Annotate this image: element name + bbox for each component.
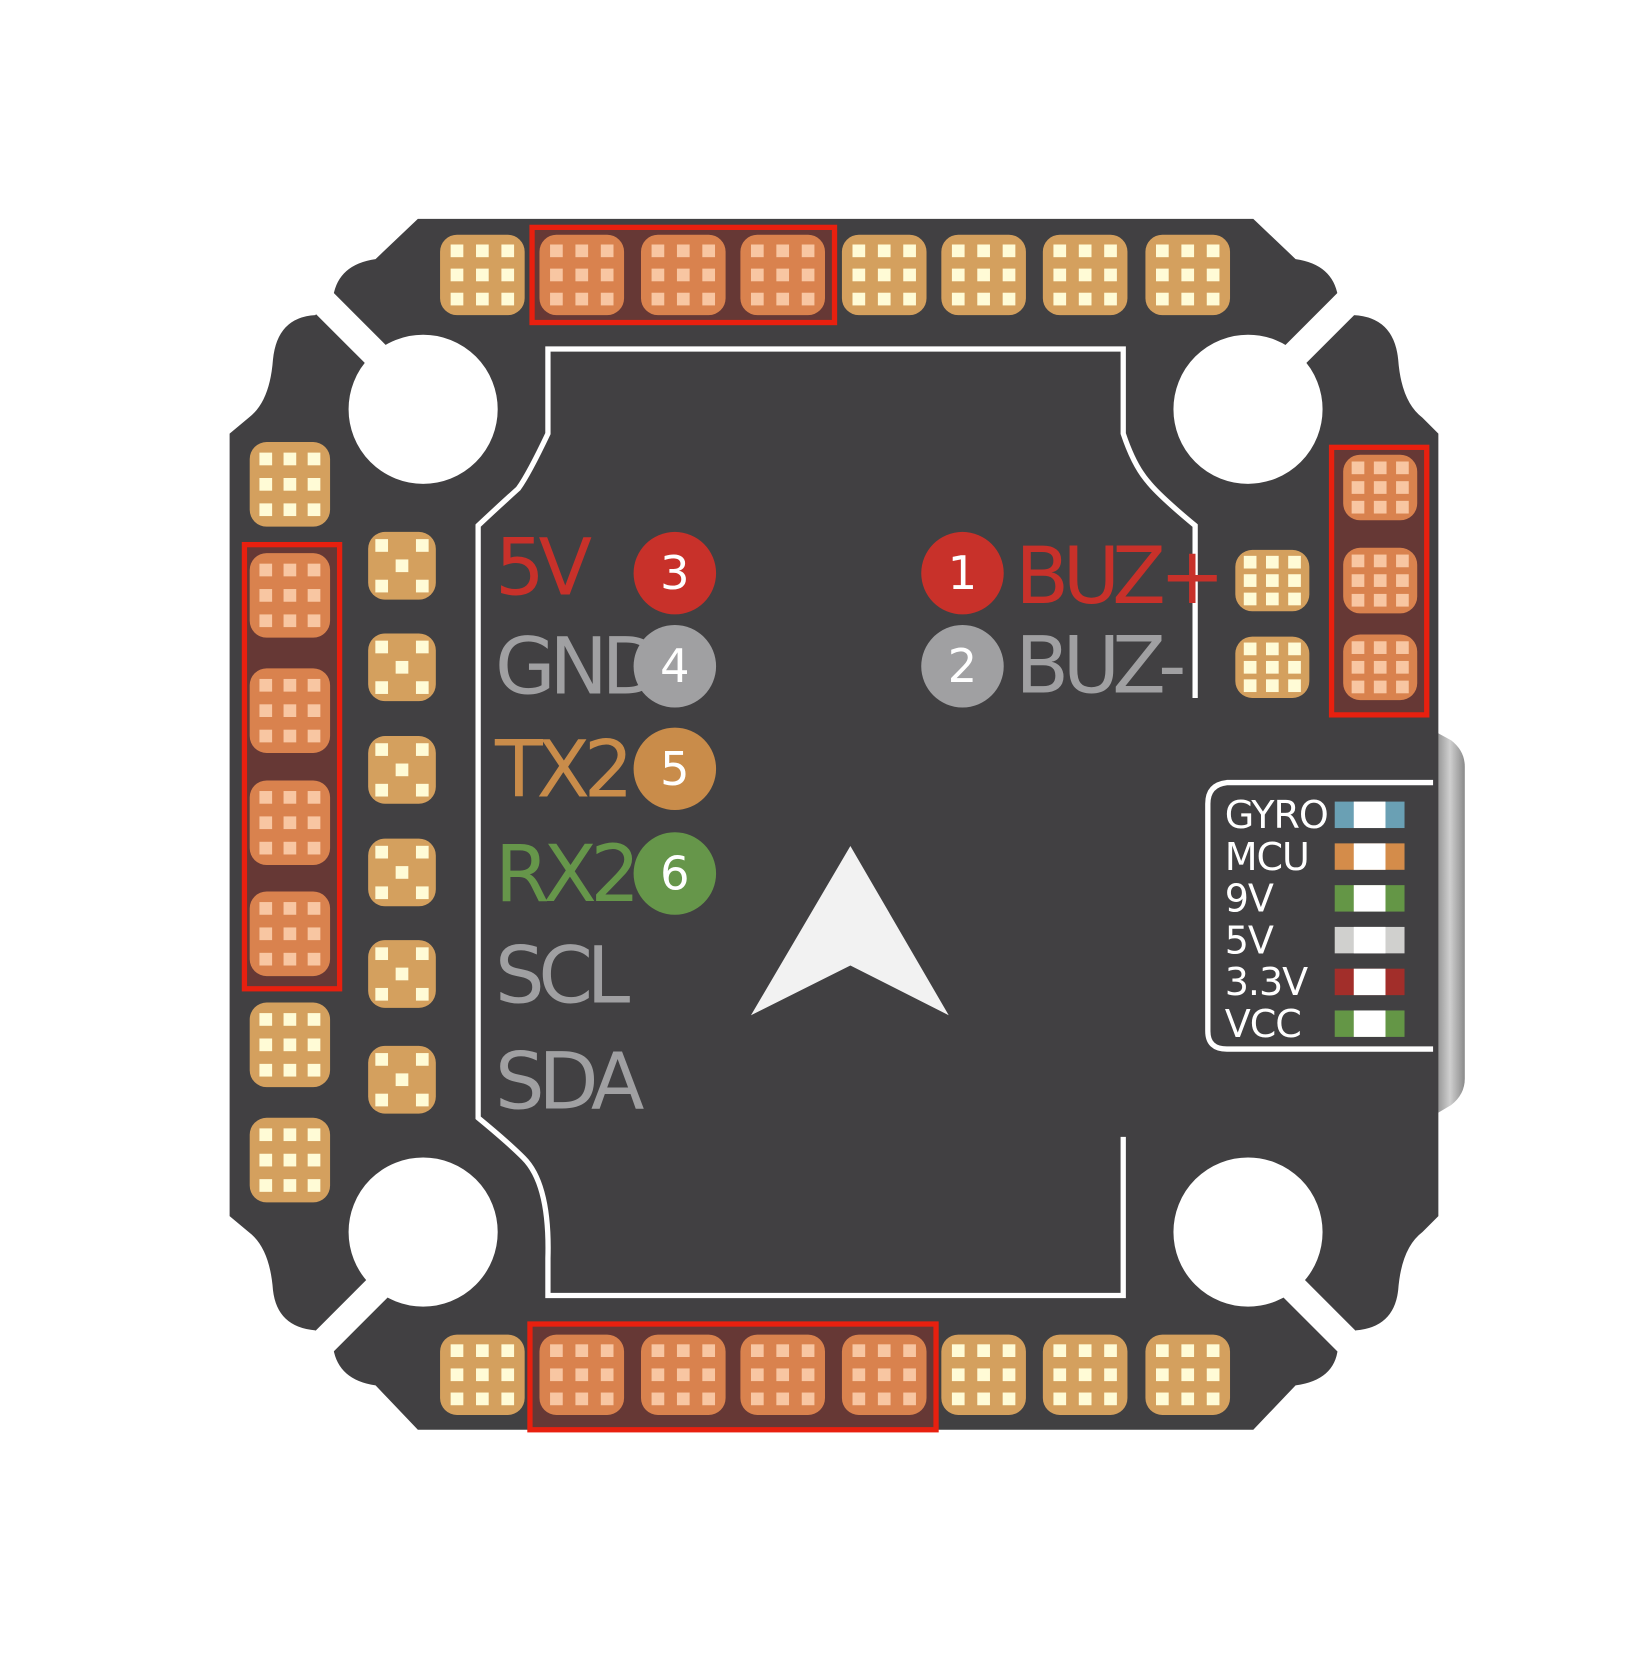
solder-pad <box>368 838 436 907</box>
highlighted-solder-pad <box>640 234 726 316</box>
solder-pad <box>941 234 1026 316</box>
highlighted-solder-pad <box>539 1334 625 1415</box>
solder-pad <box>1042 1334 1128 1415</box>
highlighted-solder-pad <box>640 1334 726 1415</box>
led-legend-item: MCU <box>1225 835 1405 879</box>
highlighted-solder-pad <box>249 668 331 753</box>
led-legend-label: MCU <box>1225 835 1309 879</box>
led-legend-label: 5V <box>1225 918 1274 962</box>
solder-pad <box>1042 234 1128 316</box>
pin-number-badge <box>633 531 717 615</box>
led-swatch-icon <box>1334 1010 1405 1037</box>
highlighted-solder-pad <box>740 234 825 316</box>
solder-pad <box>841 234 927 316</box>
pin-label-5v: 5V <box>495 522 591 613</box>
led-legend-label: GYRO <box>1225 793 1328 837</box>
pin-number-badge <box>633 624 717 708</box>
pin-number-badge <box>921 531 1004 615</box>
led-legend-frame <box>1205 779 1434 1052</box>
pin-number-badge <box>633 727 717 811</box>
pin-number: 5 <box>660 742 690 796</box>
solder-pad <box>1235 549 1310 612</box>
pin-label-sda: SDA <box>495 1036 644 1127</box>
solder-pad <box>1235 636 1310 698</box>
led-swatch-icon <box>1334 968 1405 996</box>
led-legend-item: 5V <box>1225 918 1405 962</box>
highlighted-solder-pad <box>740 1334 825 1415</box>
led-legend-item: GYRO <box>1225 793 1405 837</box>
solder-pad <box>368 736 436 804</box>
highlighted-solder-pad <box>1343 454 1418 521</box>
highlighted-solder-pad <box>249 553 331 638</box>
pin-number: 2 <box>948 639 978 693</box>
led-legend-item: 3.3V <box>1225 960 1405 1004</box>
solder-pad <box>249 1002 331 1088</box>
pin-label-scl: SCL <box>495 931 631 1022</box>
led-swatch-icon <box>1334 801 1405 829</box>
solder-pad <box>368 940 436 1008</box>
highlighted-solder-pad <box>1343 634 1418 701</box>
pin-label-tx2: TX2 <box>494 724 627 815</box>
pin-number-badge <box>921 624 1004 708</box>
led-legend-item: 9V <box>1225 877 1405 921</box>
pin-number: 6 <box>660 847 690 901</box>
solder-pad <box>1145 234 1231 316</box>
solder-pad <box>368 1045 436 1114</box>
led-legend-label: 9V <box>1225 877 1274 921</box>
led-swatch-icon <box>1334 843 1405 870</box>
solder-pad <box>1145 1334 1231 1415</box>
pin-label-gnd: GND <box>495 622 657 713</box>
highlighted-solder-pad <box>539 234 625 316</box>
pin-label-buz-plus: BUZ+ <box>1015 531 1218 622</box>
led-legend-label: VCC <box>1225 1002 1301 1046</box>
led-legend-item: VCC <box>1225 1002 1405 1046</box>
solder-pad <box>249 1117 331 1203</box>
pin-label-buz-minus: BUZ- <box>1015 621 1183 712</box>
pin-label-rx2: RX2 <box>495 829 634 920</box>
highlighted-solder-pad <box>841 1334 927 1415</box>
pin-number: 3 <box>660 546 690 600</box>
board-outline <box>229 218 1439 1430</box>
led-swatch-icon <box>1334 926 1405 954</box>
orientation-arrow-icon <box>750 846 949 1016</box>
silkscreen-outline <box>475 346 1198 1299</box>
pin-number: 4 <box>660 639 690 693</box>
solder-pad <box>368 633 436 702</box>
highlighted-solder-pad <box>249 891 331 977</box>
highlighted-solder-pad <box>249 780 331 866</box>
pin-number-badge <box>633 832 717 915</box>
mounting-holes <box>297 275 1375 1369</box>
solder-pad <box>368 531 436 600</box>
solder-pad <box>440 234 525 316</box>
led-swatch-icon <box>1334 885 1405 912</box>
solder-pad <box>941 1334 1026 1415</box>
solder-pad <box>440 1334 525 1415</box>
pin-number: 1 <box>948 546 978 600</box>
solder-pad <box>249 442 331 527</box>
led-legend-label: 3.3V <box>1225 960 1308 1004</box>
highlighted-solder-pad <box>1343 547 1418 614</box>
